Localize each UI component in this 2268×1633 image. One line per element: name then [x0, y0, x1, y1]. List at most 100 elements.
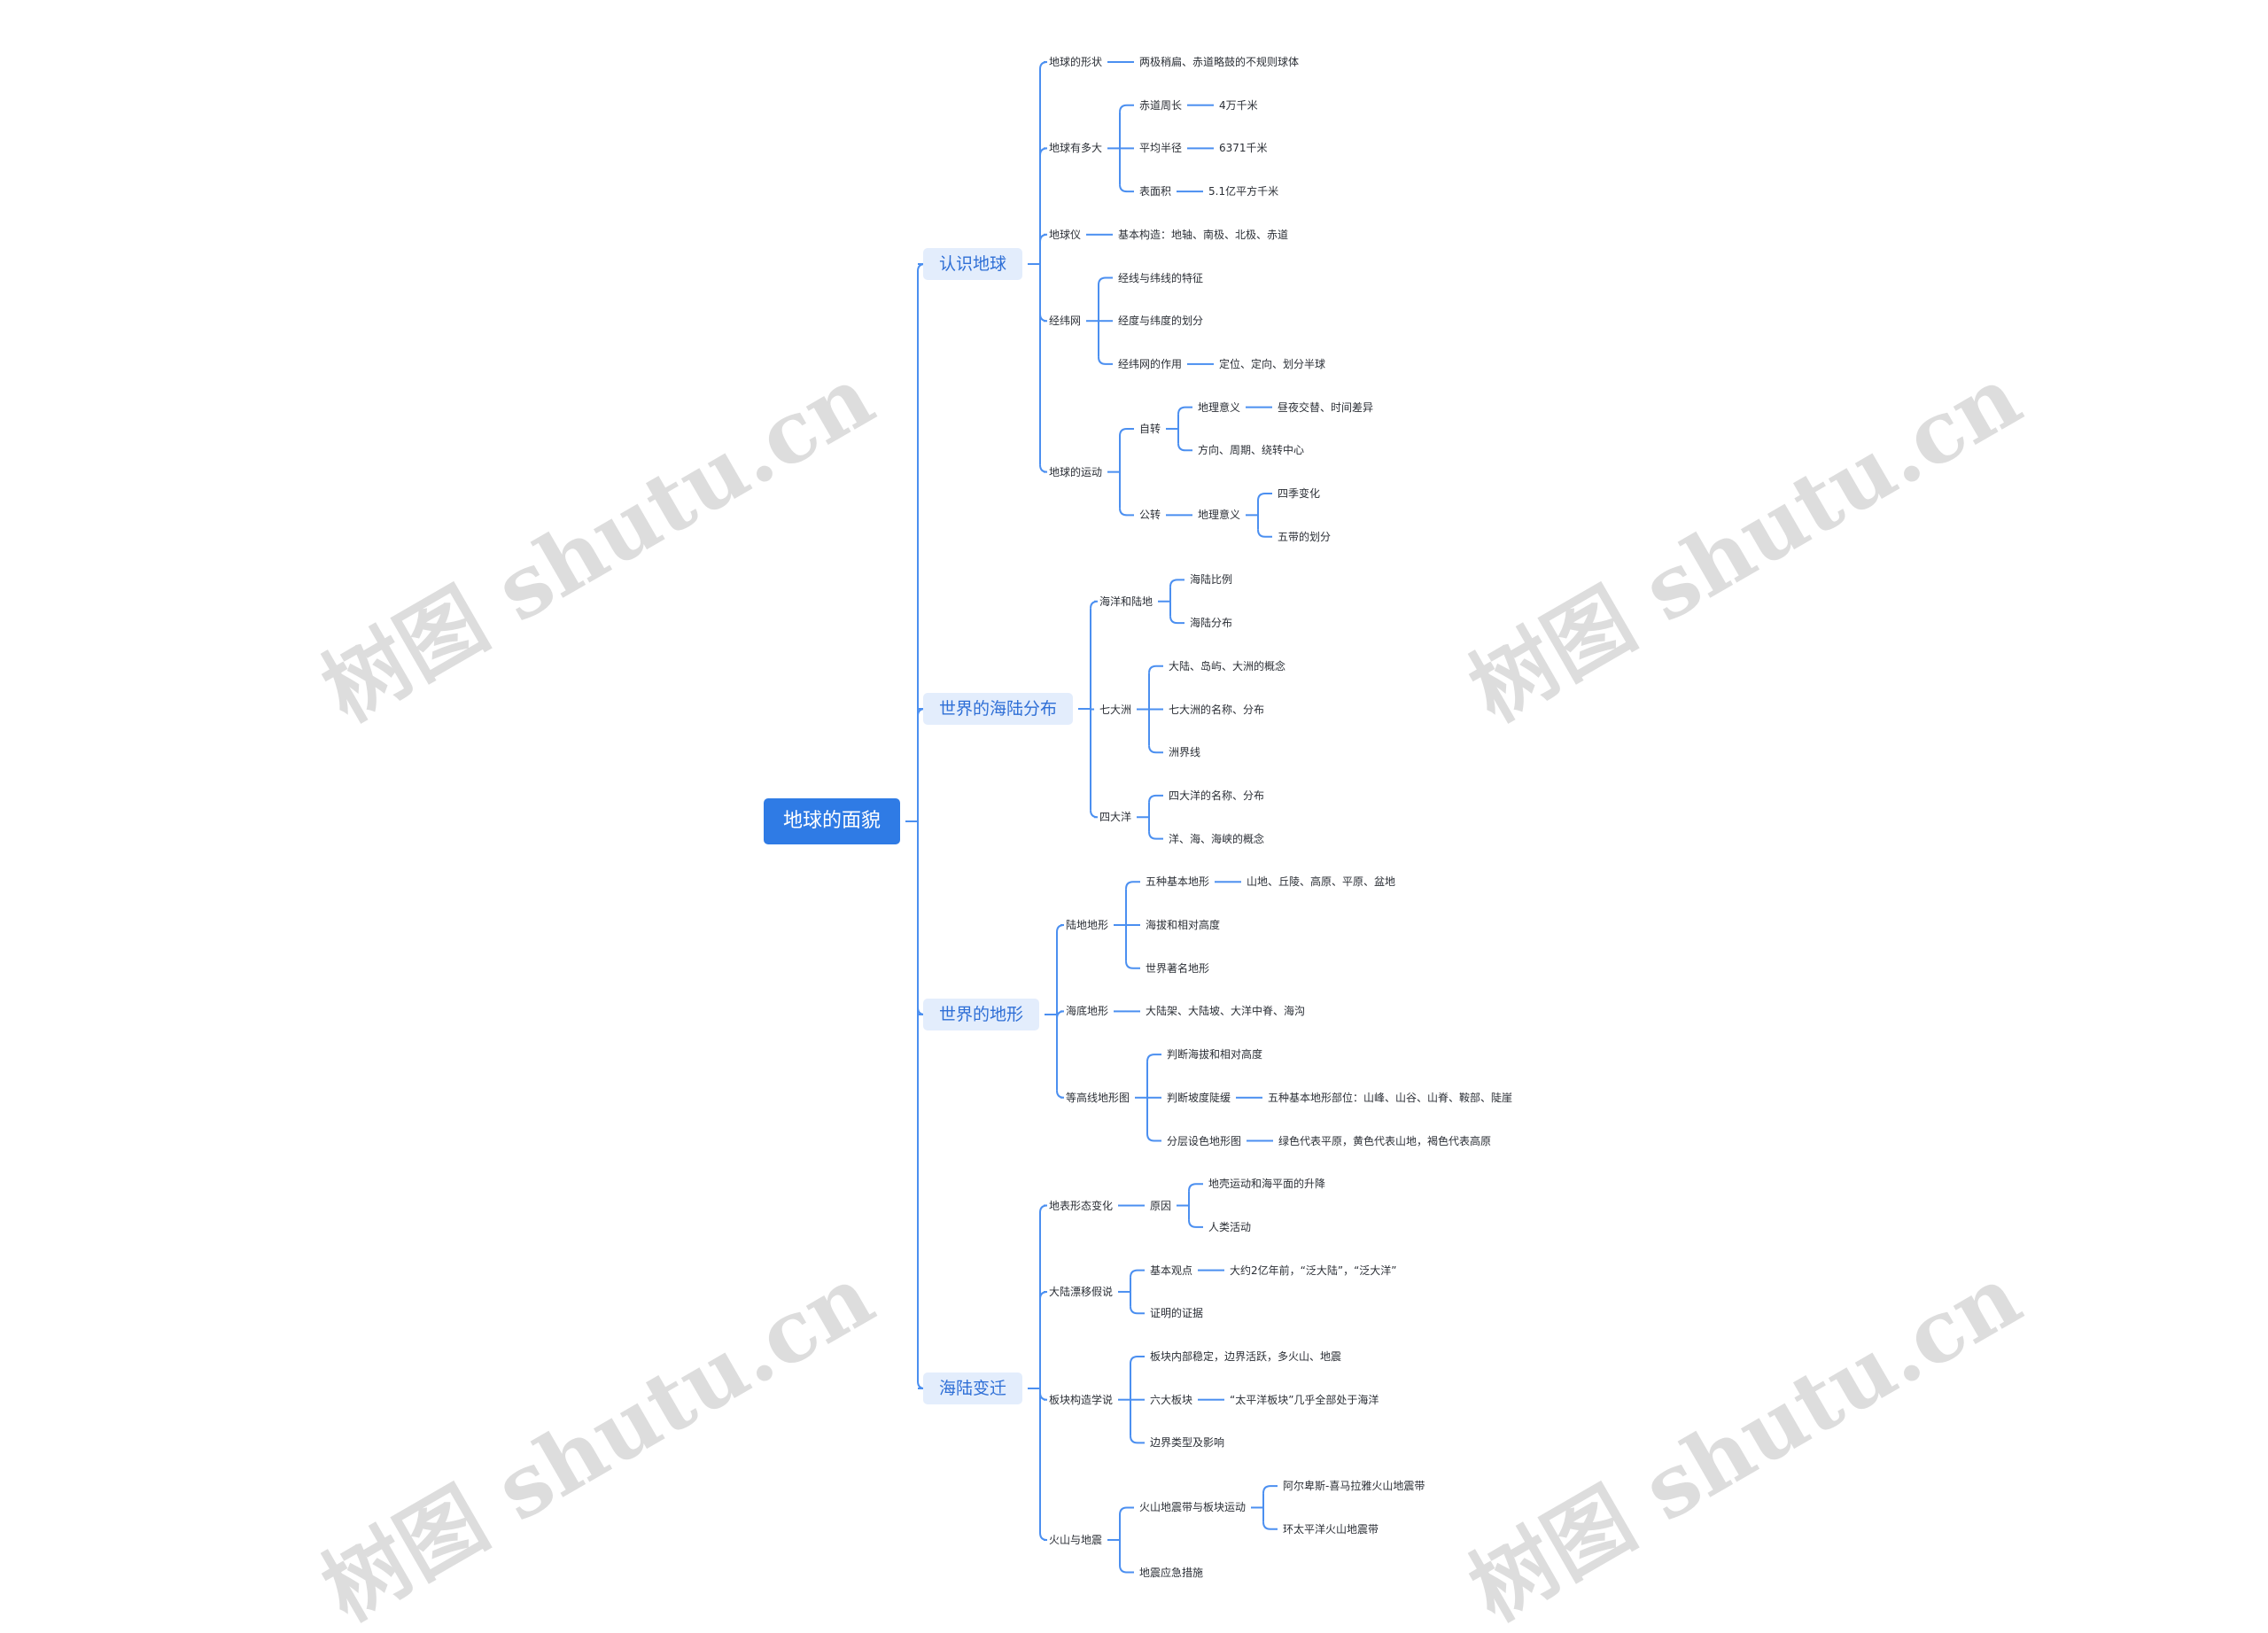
branch-connector [1130, 1306, 1145, 1315]
main-topic-1[interactable]: 认识地球 [923, 248, 1023, 280]
branch-connector [1119, 1565, 1134, 1574]
branch-connector [1262, 1485, 1278, 1494]
topic-node[interactable]: 分层设色地形图 [1167, 1134, 1242, 1147]
leaf-node[interactable]: 七大洲的名称、分布 [1169, 703, 1265, 716]
topic-node[interactable]: 地理意义 [1198, 400, 1241, 414]
subtopic-node[interactable]: 板块构造学说 [1049, 1393, 1114, 1406]
leaf-node[interactable]: 4万千米 [1219, 98, 1258, 112]
leaf-node[interactable]: 世界著名地形 [1146, 961, 1210, 975]
leaf-node[interactable]: 海陆比例 [1190, 573, 1233, 587]
leaf-node[interactable]: 经线与纬线的特征 [1118, 271, 1204, 284]
leaf-node[interactable]: 海陆分布 [1190, 617, 1233, 630]
leaf-node[interactable]: 板块内部稳定，边界活跃，多火山、地震 [1150, 1350, 1342, 1363]
leaf-node[interactable]: 地壳运动和海平面的升降 [1208, 1178, 1326, 1191]
branch-connector [1119, 184, 1134, 193]
subtopic-node[interactable]: 经纬网 [1049, 315, 1082, 328]
subtopic-node[interactable]: 地球的形状 [1049, 56, 1103, 68]
branch-connector [1169, 616, 1184, 625]
topic-node[interactable]: 表面积 [1139, 185, 1172, 198]
leaf-node[interactable]: 定位、定向、划分半球 [1219, 357, 1326, 370]
branch-connector [1148, 665, 1163, 673]
leaf-node[interactable]: 证明的证据 [1150, 1307, 1204, 1320]
branch-connector [1148, 794, 1163, 803]
main-topic-4[interactable]: 海陆变迁 [923, 1372, 1023, 1404]
leaf-node[interactable]: 环太平洋火山地震带 [1283, 1522, 1379, 1536]
topic-node[interactable]: 基本观点 [1150, 1264, 1193, 1277]
main-connector [1039, 147, 1048, 156]
branch-connector [1119, 104, 1134, 113]
main-connector [1039, 1532, 1048, 1541]
leaf-node[interactable]: 四季变化 [1278, 487, 1321, 500]
leaf-node[interactable]: 大约2亿年前，“泛大陆”，“泛大洋” [1230, 1264, 1397, 1277]
leaf-node[interactable]: 五种基本地形部位：山峰、山谷、山脊、鞍部、陡崖 [1268, 1091, 1513, 1104]
topic-node[interactable]: 公转 [1139, 509, 1161, 522]
topic-node[interactable]: 火山地震带与板块运动 [1139, 1501, 1247, 1514]
subtopic-node[interactable]: 海底地形 [1066, 1005, 1109, 1018]
leaf-node[interactable]: 大陆架、大陆坡、大洋中脊、海沟 [1146, 1005, 1306, 1018]
topic-node[interactable]: 五种基本地形 [1146, 875, 1210, 889]
leaf-node[interactable]: 两极稍扁、赤道略鼓的不规则球体 [1139, 56, 1300, 68]
topic-node[interactable]: 自转 [1139, 422, 1161, 435]
subtopic-node[interactable]: 陆地地形 [1066, 919, 1109, 931]
branch-connector [1257, 529, 1272, 538]
main-connector [1039, 61, 1048, 70]
branch-connector [1257, 493, 1272, 502]
topic-node[interactable]: 经纬网的作用 [1118, 357, 1183, 370]
branch-connector [1177, 406, 1192, 415]
leaf-node[interactable]: 阿尔卑斯-喜马拉雅火山地震带 [1283, 1480, 1425, 1493]
topic-node[interactable]: 判断坡度陡缓 [1167, 1091, 1231, 1104]
topic-node[interactable]: 赤道周长 [1139, 98, 1183, 112]
subtopic-node[interactable]: 七大洲 [1099, 703, 1132, 716]
leaf-node[interactable]: 地震应急措施 [1139, 1566, 1204, 1579]
subtopic-node[interactable]: 等高线地形图 [1066, 1091, 1130, 1104]
leaf-node[interactable]: 五带的划分 [1278, 530, 1332, 543]
subtopic-node[interactable]: 火山与地震 [1049, 1533, 1103, 1546]
main-connector [1039, 1290, 1048, 1300]
subtopic-node[interactable]: 地球仪 [1049, 228, 1082, 241]
branch-connector [1188, 1219, 1203, 1228]
leaf-node[interactable]: 判断海拔和相对高度 [1167, 1048, 1263, 1061]
subtopic-node[interactable]: 地球有多大 [1049, 142, 1103, 155]
subtopic-node[interactable]: 大陆漂移假说 [1049, 1285, 1114, 1298]
leaf-node[interactable]: 基本构造：地轴、南极、北极、赤道 [1118, 228, 1289, 241]
branch-connector [1119, 427, 1134, 437]
leaf-node[interactable]: 洲界线 [1169, 746, 1201, 759]
main-connector [1039, 1204, 1048, 1213]
leaf-node[interactable]: 方向、周期、绕转中心 [1198, 444, 1305, 457]
branch-connector [1130, 1269, 1145, 1278]
branch-connector [1169, 579, 1184, 587]
main-connector [1039, 1392, 1048, 1401]
leaf-node[interactable]: 5.1亿平方千米 [1208, 185, 1279, 198]
topic-node[interactable]: 六大板块 [1150, 1393, 1193, 1406]
leaf-node[interactable]: 山地、丘陵、高原、平原、盆地 [1247, 875, 1396, 889]
subtopic-node[interactable]: 地表形态变化 [1049, 1199, 1114, 1212]
leaf-node[interactable]: 6371千米 [1219, 142, 1268, 155]
leaf-node[interactable]: 经度与纬度的划分 [1118, 315, 1204, 328]
leaf-node[interactable]: 人类活动 [1208, 1220, 1252, 1233]
root-node[interactable]: 地球的面貌 [764, 798, 901, 844]
topic-node[interactable]: 地理意义 [1198, 509, 1241, 522]
main-connector [1056, 1010, 1065, 1019]
subtopic-node[interactable]: 海洋和陆地 [1099, 595, 1153, 608]
main-topic-3[interactable]: 世界的地形 [923, 999, 1040, 1030]
leaf-node[interactable]: 大陆、岛屿、大洲的概念 [1169, 659, 1286, 673]
subtopic-node[interactable]: 地球的运动 [1049, 465, 1103, 478]
subtopic-node[interactable]: 四大洋 [1099, 811, 1132, 824]
leaf-node[interactable]: “太平洋板块”几乎全部处于海洋 [1230, 1393, 1379, 1406]
leaf-node[interactable]: 海拔和相对高度 [1146, 919, 1221, 931]
leaf-node[interactable]: 洋、海、海峡的概念 [1169, 832, 1265, 845]
leaf-node[interactable]: 边界类型及影响 [1150, 1436, 1225, 1450]
main-connector [1090, 600, 1099, 609]
leaf-node[interactable]: 昼夜交替、时间差异 [1278, 400, 1374, 414]
topic-node[interactable]: 平均半径 [1139, 142, 1183, 155]
main-topic-2[interactable]: 世界的海陆分布 [923, 693, 1074, 725]
main-connector [1039, 314, 1048, 323]
topic-node[interactable]: 原因 [1150, 1199, 1172, 1212]
main-connector [1056, 1090, 1065, 1099]
leaf-node[interactable]: 四大洋的名称、分布 [1169, 789, 1265, 802]
leaf-node[interactable]: 绿色代表平原，黄色代表山地，褐色代表高原 [1278, 1134, 1492, 1147]
branch-connector [1098, 356, 1113, 365]
branch-connector [1125, 960, 1140, 969]
